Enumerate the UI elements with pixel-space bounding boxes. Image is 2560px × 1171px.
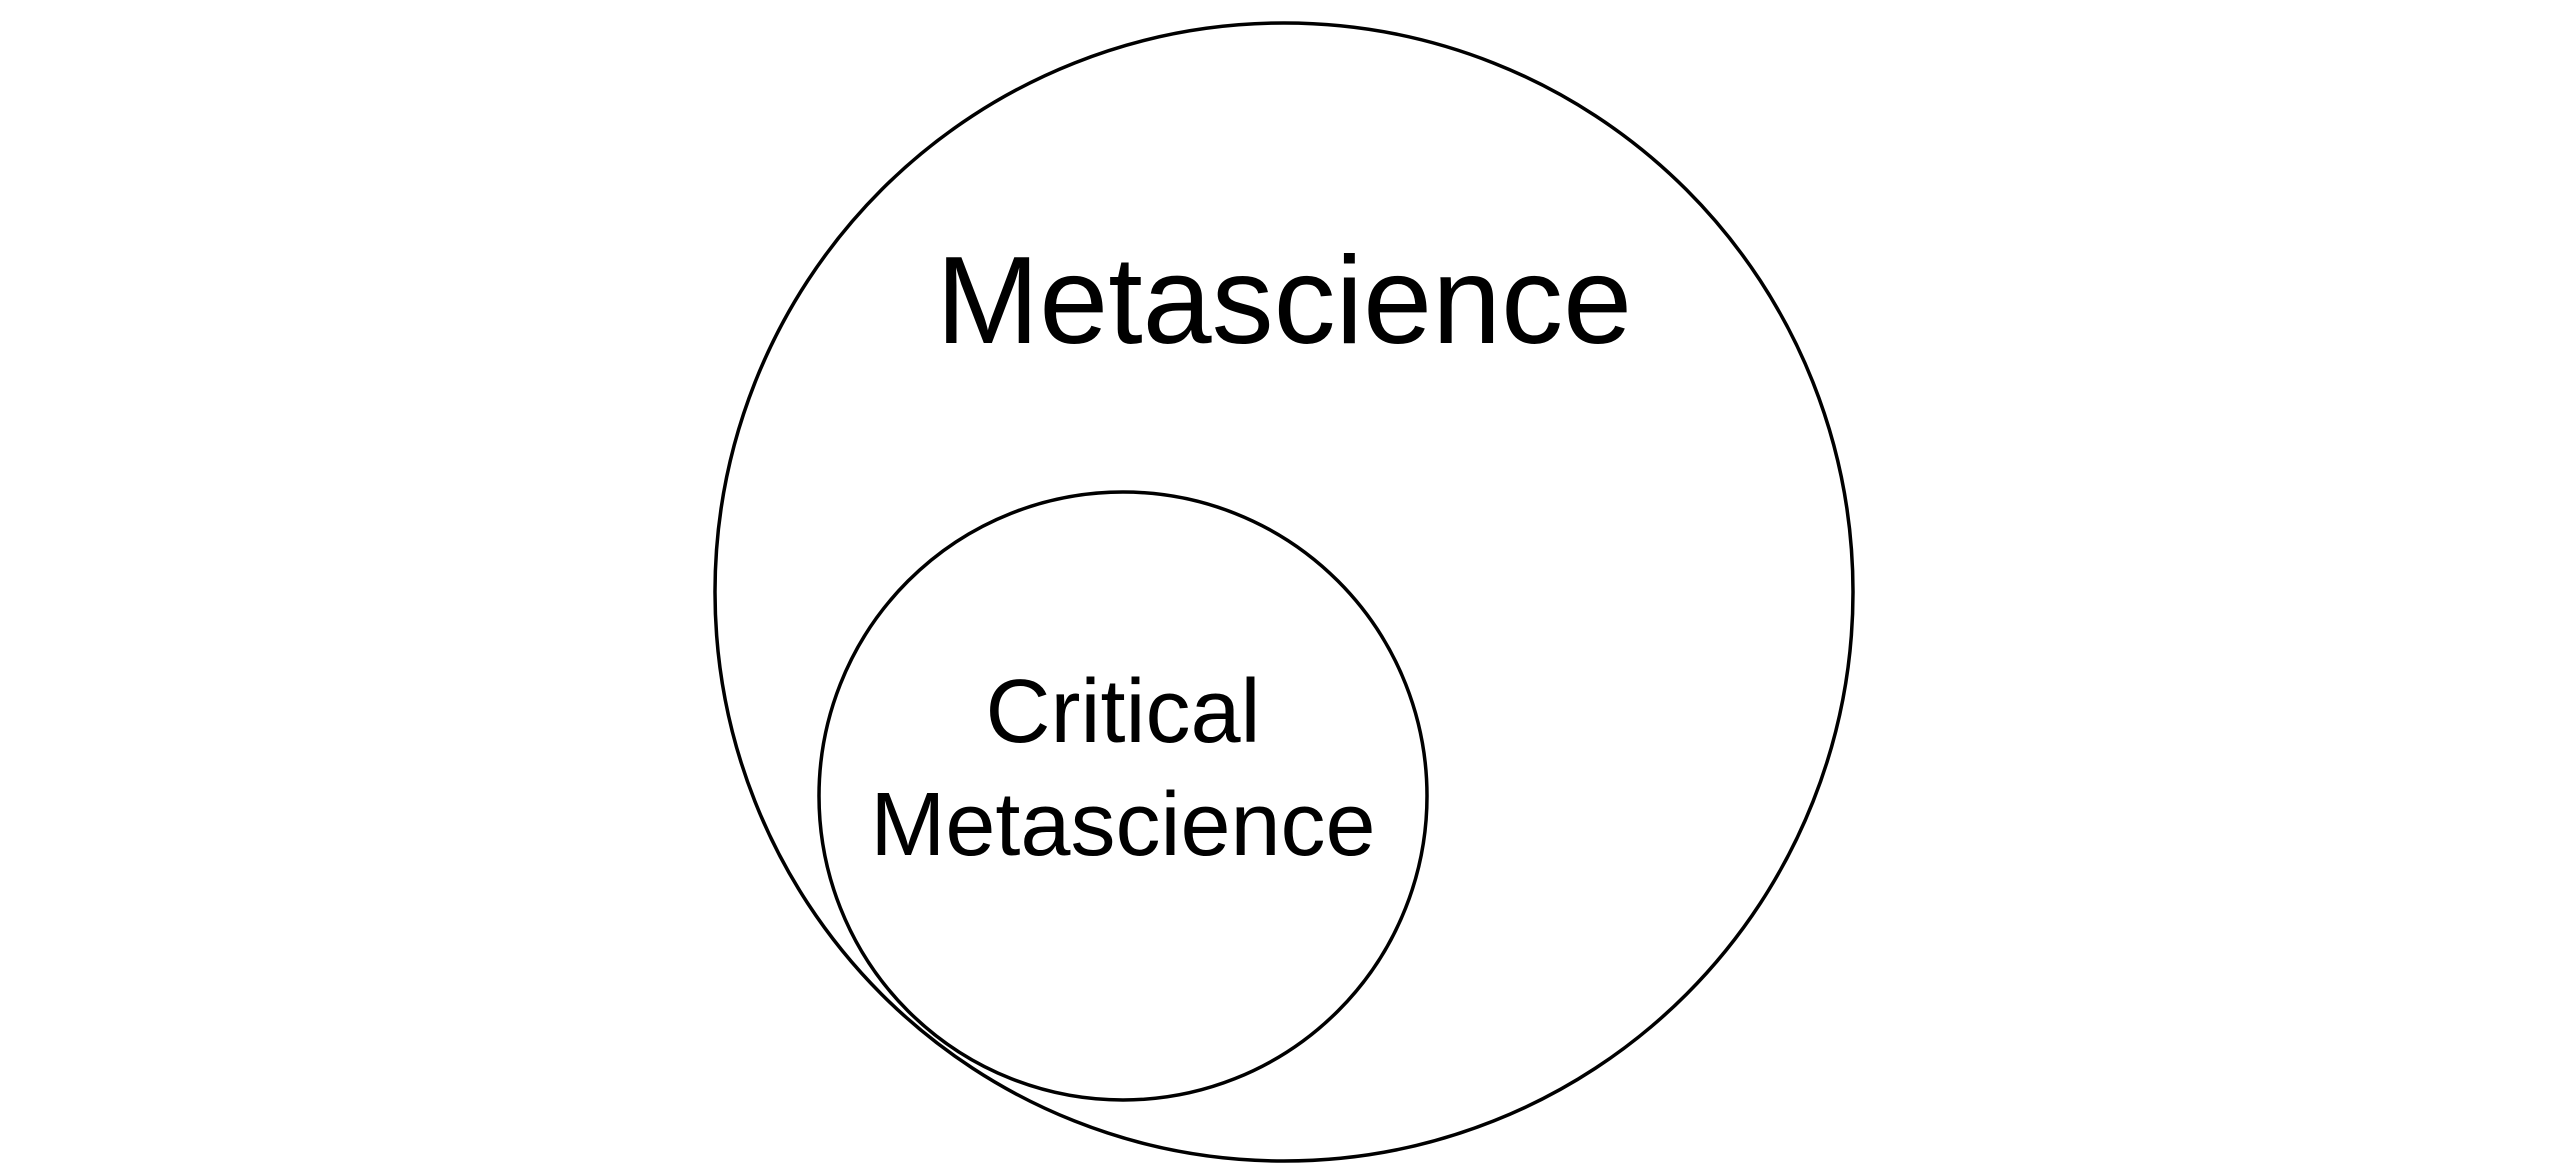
inner-set-label-line1: Critical [985, 662, 1260, 762]
inner-set-label-line2: Metascience [870, 775, 1375, 875]
inner-circle-critical-metascience [817, 490, 1429, 1102]
outer-set-label: Metascience [936, 232, 1632, 370]
outer-circle-metascience [713, 21, 1855, 1163]
